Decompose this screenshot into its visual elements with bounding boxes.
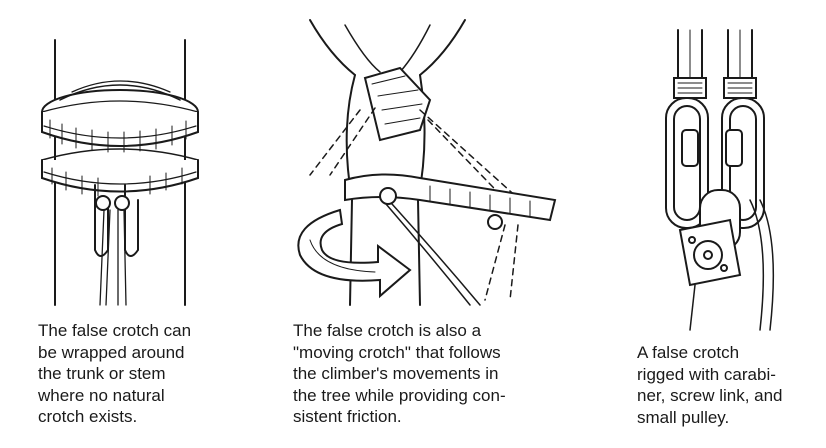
moving-crotch-illustration	[270, 0, 590, 320]
caption-wrapped-trunk: The false crotch can be wrapped around t…	[38, 320, 191, 428]
caption-line: rigged with carabi-	[637, 364, 783, 386]
upper-sling-front	[42, 112, 198, 146]
caption-moving-crotch: The false crotch is also a "moving crotc…	[293, 320, 506, 428]
caption-line: the tree while providing con-	[293, 385, 506, 407]
caption-line: ner, screw link, and	[637, 385, 783, 407]
panel-pulley-rig: A false crotch rigged with carabi- ner, …	[590, 0, 826, 448]
caption-line: "moving crotch" that follows	[293, 342, 506, 364]
pulley-rig-illustration	[590, 0, 826, 340]
caption-pulley-rig: A false crotch rigged with carabi- ner, …	[637, 342, 783, 428]
caption-line: where no natural	[38, 385, 191, 407]
caption-line: The false crotch can	[38, 320, 191, 342]
caption-line: be wrapped around	[38, 342, 191, 364]
ring-right	[115, 196, 129, 210]
wrapped-trunk-illustration	[0, 0, 270, 320]
caption-line: crotch exists.	[38, 406, 191, 428]
caption-line: A false crotch	[637, 342, 783, 364]
screw-gate-left	[682, 130, 698, 166]
caption-line: the climber's movements in	[293, 363, 506, 385]
branch-left	[310, 20, 355, 75]
ring-left	[96, 196, 110, 210]
pulley-sheave	[694, 241, 722, 269]
panel-wrapped-trunk: The false crotch can be wrapped around t…	[0, 0, 270, 448]
caption-line: the trunk or stem	[38, 363, 191, 385]
lower-sling	[42, 160, 198, 192]
caption-line: The false crotch is also a	[293, 320, 506, 342]
branch-right	[420, 20, 465, 75]
ring	[380, 188, 396, 204]
screw-gate-right	[726, 130, 742, 166]
rotation-arrow-icon	[298, 210, 410, 296]
caption-line: sistent friction.	[293, 406, 506, 428]
ring-moved	[488, 215, 502, 229]
panel-moving-crotch: The false crotch is also a "moving crotc…	[270, 0, 590, 448]
caption-line: small pulley.	[637, 407, 783, 429]
